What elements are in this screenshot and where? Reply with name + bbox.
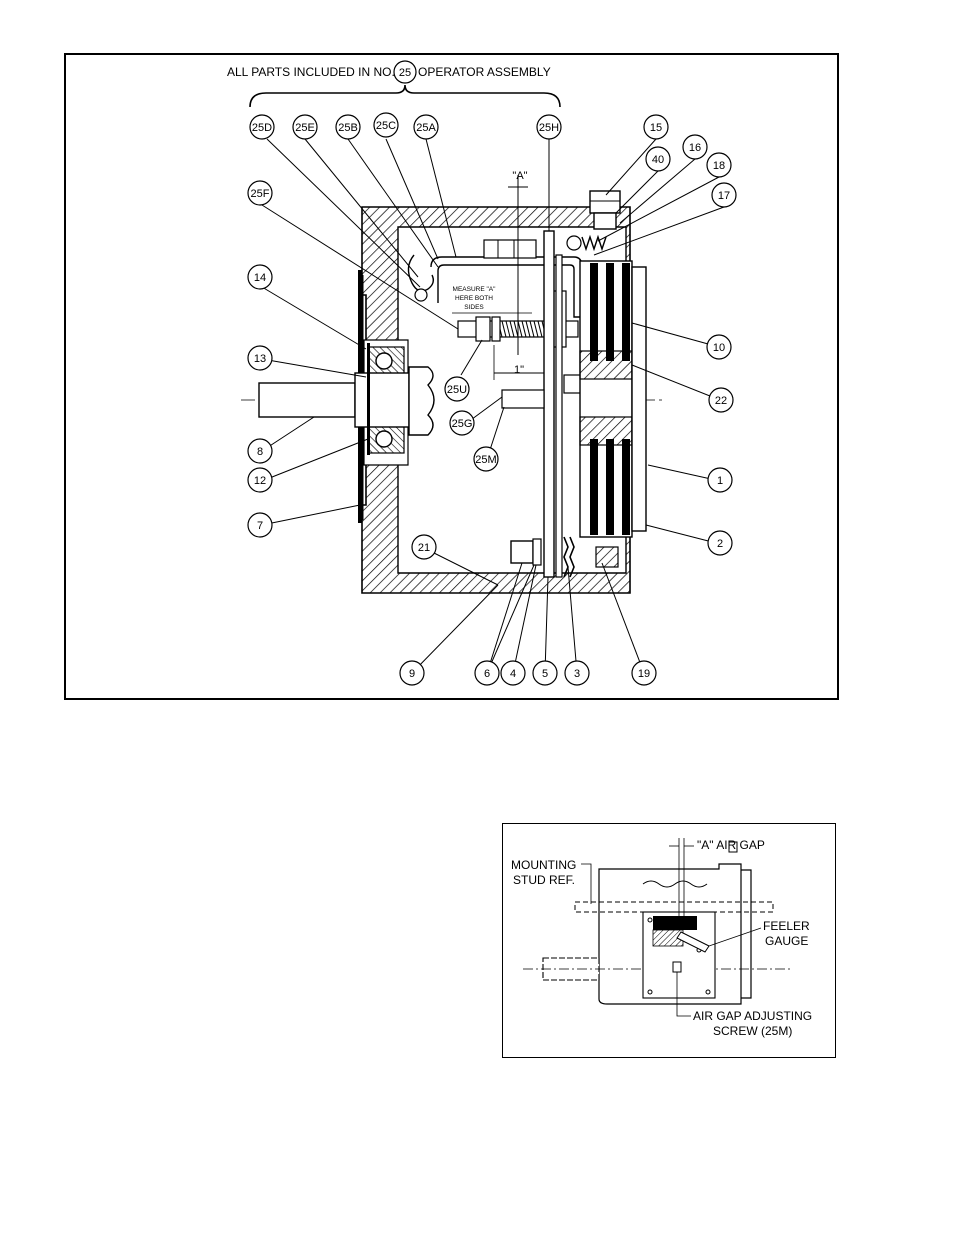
callout-25A: 25A: [414, 115, 438, 139]
armature-plate: [544, 231, 554, 577]
measure-note-1: MEASURE "A": [453, 286, 497, 293]
adjusting-screw: [502, 390, 544, 408]
svg-text:13: 13: [254, 353, 266, 365]
callout-25G: 25G: [450, 411, 474, 435]
inset-mounting-leader: [581, 864, 591, 904]
svg-text:25F: 25F: [251, 188, 270, 200]
inset-screw-label-2: SCREW (25M): [713, 1024, 792, 1038]
svg-text:25A: 25A: [416, 122, 436, 134]
header-suffix: OPERATOR ASSEMBLY: [418, 65, 551, 79]
svg-text:9: 9: [409, 668, 415, 680]
callout-14: 14: [248, 265, 272, 289]
svg-text:10: 10: [713, 342, 725, 354]
svg-text:25H: 25H: [539, 122, 559, 134]
callout-25E: 25E: [293, 115, 317, 139]
callout-15: 15: [644, 115, 668, 139]
callout-25D: 25D: [250, 115, 274, 139]
svg-text:25D: 25D: [252, 122, 272, 134]
callout-5: 5: [533, 661, 557, 685]
dimension-a: "A": [512, 170, 527, 182]
shaft: [259, 367, 434, 435]
main-diagram-svg: ALL PARTS INCLUDED IN NO. 25 OPERATOR AS…: [66, 55, 841, 702]
svg-text:21: 21: [418, 542, 430, 554]
svg-text:25C: 25C: [376, 120, 396, 132]
inset-mounting-label-2: STUD REF.: [513, 873, 575, 887]
svg-text:4: 4: [510, 668, 516, 680]
svg-text:17: 17: [718, 190, 730, 202]
callout-19: 19: [632, 661, 656, 685]
measure-note-2: HERE BOTH: [455, 295, 493, 302]
svg-text:22: 22: [715, 395, 727, 407]
svg-text:25U: 25U: [447, 384, 467, 396]
main-section-diagram: ALL PARTS INCLUDED IN NO. 25 OPERATOR AS…: [64, 53, 839, 700]
callout-3: 3: [565, 661, 589, 685]
inset-mounting-label-1: MOUNTING: [511, 858, 576, 872]
callout-25C: 25C: [374, 113, 398, 137]
callout-8: 8: [248, 439, 272, 463]
callout-21: 21: [412, 535, 436, 559]
svg-text:16: 16: [689, 142, 701, 154]
callout-10: 10: [707, 335, 731, 359]
callout-17: 17: [712, 183, 736, 207]
callout-18: 18: [707, 153, 731, 177]
friction-discs: [580, 261, 632, 537]
svg-text:25M: 25M: [475, 454, 496, 466]
inset-air-gap-label: "A" AIR GAP: [697, 838, 765, 852]
callout-25U: 25U: [445, 377, 469, 401]
svg-text:15: 15: [650, 122, 662, 134]
inset-adjusting-screw: [673, 962, 681, 972]
svg-text:5: 5: [542, 668, 548, 680]
inset-svg: "A" AIR GAP MOUNTING STUD REF. FEELER GA…: [503, 824, 837, 1059]
callout-13: 13: [248, 346, 272, 370]
svg-text:40: 40: [652, 154, 664, 166]
callout-2: 2: [708, 531, 732, 555]
callout-16: 16: [683, 135, 707, 159]
callout-12: 12: [248, 468, 272, 492]
inset-feeler-label-1: FEELER: [763, 919, 810, 933]
callout-1: 1: [708, 468, 732, 492]
callout-6: 6: [475, 661, 499, 685]
inset-solenoid-block: [653, 916, 697, 930]
breather-fitting: [590, 191, 620, 229]
callout-25B: 25B: [336, 115, 360, 139]
svg-text:1: 1: [717, 475, 723, 487]
callout-25H: 25H: [537, 115, 561, 139]
pressure-plate: [556, 255, 562, 577]
header-bracket: [250, 85, 560, 107]
callout-25M: 25M: [474, 447, 498, 471]
pivot-pin: [415, 289, 427, 301]
svg-text:2: 2: [717, 538, 723, 550]
callout-25F: 25F: [248, 181, 272, 205]
measure-note-3: SIDES: [464, 304, 484, 311]
air-gap-inset-diagram: "A" AIR GAP MOUNTING STUD REF. FEELER GA…: [502, 823, 836, 1058]
svg-text:8: 8: [257, 446, 263, 458]
callout-4: 4: [501, 661, 525, 685]
retaining-ring: [367, 343, 370, 455]
callout-22: 22: [709, 388, 733, 412]
svg-text:6: 6: [484, 668, 490, 680]
svg-text:7: 7: [257, 520, 263, 532]
svg-text:25B: 25B: [338, 122, 358, 134]
svg-text:25E: 25E: [295, 122, 315, 134]
callout-7: 7: [248, 513, 272, 537]
callout-9: 9: [400, 661, 424, 685]
inset-feeler-label-2: GAUGE: [765, 934, 808, 948]
svg-text:19: 19: [638, 668, 650, 680]
svg-text:18: 18: [713, 160, 725, 172]
callout-40: 40: [646, 147, 670, 171]
svg-text:14: 14: [254, 272, 266, 284]
svg-text:3: 3: [574, 668, 580, 680]
header-prefix: ALL PARTS INCLUDED IN NO.: [227, 65, 395, 79]
inset-screw-label-1: AIR GAP ADJUSTING: [693, 1009, 812, 1023]
svg-text:25G: 25G: [452, 418, 473, 430]
endplate: [632, 267, 646, 531]
header-number: 25: [399, 67, 411, 79]
svg-text:12: 12: [254, 475, 266, 487]
dimension-1in: 1": [514, 364, 524, 376]
